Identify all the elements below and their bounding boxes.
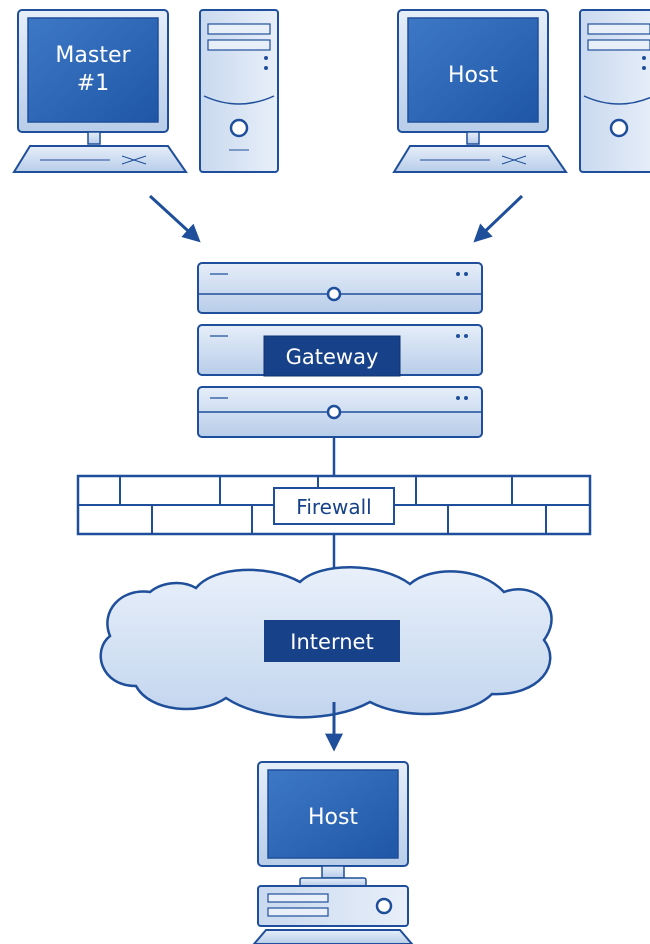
host-top-monitor-stand [466, 131, 480, 145]
gateway-label: Gateway [286, 345, 379, 369]
host-top-keyboard [392, 145, 568, 173]
master-keyboard [12, 145, 188, 173]
server-unit-2: Gateway [197, 324, 483, 377]
internet-cloud: Internet [99, 566, 553, 719]
host-bottom-power-button [375, 897, 393, 915]
firewall-wall: Firewall [76, 474, 592, 536]
host-top-label: Host [448, 63, 498, 88]
host-bottom-keyboard [252, 929, 414, 944]
host-bottom-monitor-screen [267, 769, 399, 859]
firewall-label-box [273, 487, 395, 525]
gateway-server-stack: Gateway [197, 262, 483, 438]
master-tower-drive-1 [207, 23, 271, 35]
internet-label: Internet [290, 630, 373, 654]
server-unit-3 [197, 386, 483, 438]
master-tower-drive-2 [207, 39, 271, 51]
arrow-host-to-gateway [473, 194, 524, 243]
arrow-master-to-gateway [148, 194, 201, 243]
host-bottom-monitor-stand [321, 865, 345, 879]
host-top-monitor-screen [407, 17, 539, 123]
master-monitor-screen [27, 17, 159, 123]
master-monitor-stand [87, 131, 101, 145]
master-computer: Master #1 [12, 9, 279, 173]
master-label-line2: #1 [77, 71, 109, 96]
host-top-tower-power-button [609, 118, 629, 138]
host-bottom-computer: Host [252, 761, 414, 944]
master-tower-power-button [229, 118, 249, 138]
server-unit-1 [197, 262, 483, 314]
firewall-label: Firewall [296, 495, 371, 519]
internet-label-box [264, 620, 400, 662]
host-bottom-label: Host [308, 805, 358, 830]
host-top-computer: Host [392, 9, 650, 173]
master-label-line1: Master [55, 43, 131, 68]
gateway-label-box [263, 335, 401, 377]
